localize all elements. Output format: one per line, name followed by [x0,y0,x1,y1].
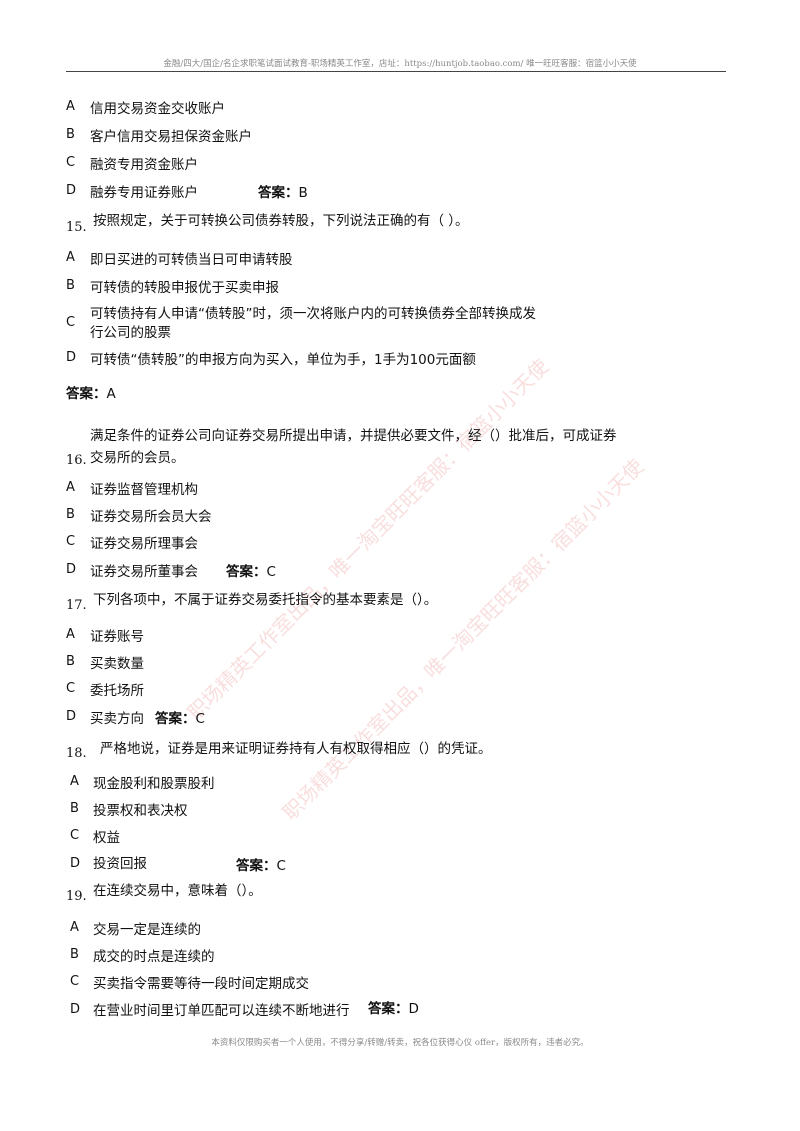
answer-value: A [106,386,116,402]
q15-option-c: 可转债持有人申请“债转股”时，须一次将账户内的可转换债券全部转换成发 [90,306,536,322]
q19-option-d: 在营业时间里订单匹配可以连续不断地进行 [93,1003,350,1019]
answer-value: B [298,185,308,201]
page-header: 金融/四大/国企/名企求职笔试面试教育-职场精英工作室，店址：https://h… [163,59,637,69]
q17-number: 17. [66,598,87,613]
q15-option-a-letter: A [66,250,75,265]
q16-option-c: 证券交易所理事会 [90,536,198,552]
q17-option-d-letter: D [66,709,77,724]
q17-option-b-letter: B [66,654,75,669]
q16-option-d-letter: D [66,562,77,577]
q18-option-c-letter: C [70,828,80,843]
q17-option-a: 证券账号 [90,629,144,645]
answer-value: C [266,564,276,580]
answer-label: 答案： [236,858,277,874]
q14-option-b: 客户信用交易担保资金账户 [90,129,252,145]
q14-option-c-letter: C [66,155,76,170]
q19-option-c-letter: C [70,974,80,989]
q16-number: 16. [66,453,87,468]
q14-option-a-letter: A [66,99,75,114]
q18-option-b-letter: B [70,801,79,816]
q16-stem-cont: 交易所的会员。 [90,450,185,466]
q17-option-d: 买卖方向 [90,711,144,727]
watermark-line-2: 职场精英工作室出品，唯一淘宝旺旺客服：宿篮小小天使 [277,454,649,825]
q19-option-b: 成交的时点是连续的 [93,949,215,965]
q19-number: 19. [66,889,87,904]
q18-option-d: 投资回报 [93,856,147,872]
q19-option-d-letter: D [70,1002,81,1017]
q18-option-a: 现金股利和股票股利 [93,776,215,792]
q14-answer: 答案：B [258,181,308,201]
q14-option-b-letter: B [66,127,75,142]
q16-option-b-letter: B [66,507,75,522]
q18-option-d-letter: D [70,856,81,871]
q15-option-d-letter: D [66,350,77,365]
q17-stem: 下列各项中，不属于证券交易委托指令的基本要素是（）。 [93,592,438,608]
q15-answer: 答案：A [66,382,116,402]
q15-option-d: 可转债“债转股”的申报方向为买入，单位为手，1手为100元面额 [90,352,476,368]
q17-option-b: 买卖数量 [90,656,144,672]
q18-number: 18. [66,746,87,761]
q16-answer: 答案：C [226,560,276,580]
q16-option-a: 证券监督管理机构 [90,482,198,498]
q18-option-b: 投票权和表决权 [93,803,188,819]
answer-label: 答案： [226,564,267,580]
watermark-line-1: 职场精英工作室出品，唯一淘宝旺旺客服：宿篮小小天使 [182,354,554,725]
q15-option-c-cont: 行公司的股票 [90,325,171,341]
q16-option-a-letter: A [66,480,75,495]
answer-label: 答案： [368,1001,409,1017]
answer-value: C [195,711,205,727]
q15-option-c-letter: C [66,315,76,330]
answer-label: 答案： [155,711,196,727]
q18-option-a-letter: A [70,774,79,789]
q14-option-d-letter: D [66,183,77,198]
q17-answer: 答案：C [155,707,205,727]
q18-answer: 答案：C [236,854,286,874]
q18-stem: 严格地说，证券是用来证明证券持有人有权取得相应（）的凭证。 [100,741,492,757]
q16-option-c-letter: C [66,534,76,549]
page-footer: 本资料仅限购买者一个人使用，不得分享/转赠/转卖，祝各位获得心仪 offer，版… [211,1038,589,1048]
header-divider [66,71,726,72]
q19-answer: 答案：D [368,997,419,1017]
q14-option-a: 信用交易资金交收账户 [90,101,225,117]
q16-option-d: 证券交易所董事会 [90,564,198,580]
q18-option-c: 权益 [93,830,120,846]
answer-value: D [408,1001,419,1017]
q15-stem: 按照规定，关于可转换公司债券转股，下列说法正确的有（ ）。 [93,213,469,229]
q17-option-c-letter: C [66,681,76,696]
q17-option-a-letter: A [66,627,75,642]
q16-option-b: 证券交易所会员大会 [90,509,212,525]
q15-number: 15. [66,220,87,235]
answer-label: 答案： [66,386,107,402]
q19-option-a: 交易一定是连续的 [93,922,201,938]
q19-option-a-letter: A [70,920,79,935]
q19-option-c: 买卖指令需要等待一段时间定期成交 [93,976,309,992]
q19-stem: 在连续交易中，意味着（）。 [93,883,262,899]
q17-option-c: 委托场所 [90,683,144,699]
q15-option-b-letter: B [66,278,75,293]
q19-option-b-letter: B [70,947,79,962]
q15-option-a: 即日买进的可转债当日可申请转股 [90,252,293,268]
answer-value: C [276,858,286,874]
q14-option-d: 融券专用证券账户 [90,185,198,201]
q14-option-c: 融资专用资金账户 [90,157,198,173]
q15-option-b: 可转债的转股申报优于买卖申报 [90,280,279,296]
answer-label: 答案： [258,185,299,201]
q16-stem: 满足条件的证券公司向证券交易所提出申请，并提供必要文件，经（）批准后，可成证券 [90,428,617,444]
